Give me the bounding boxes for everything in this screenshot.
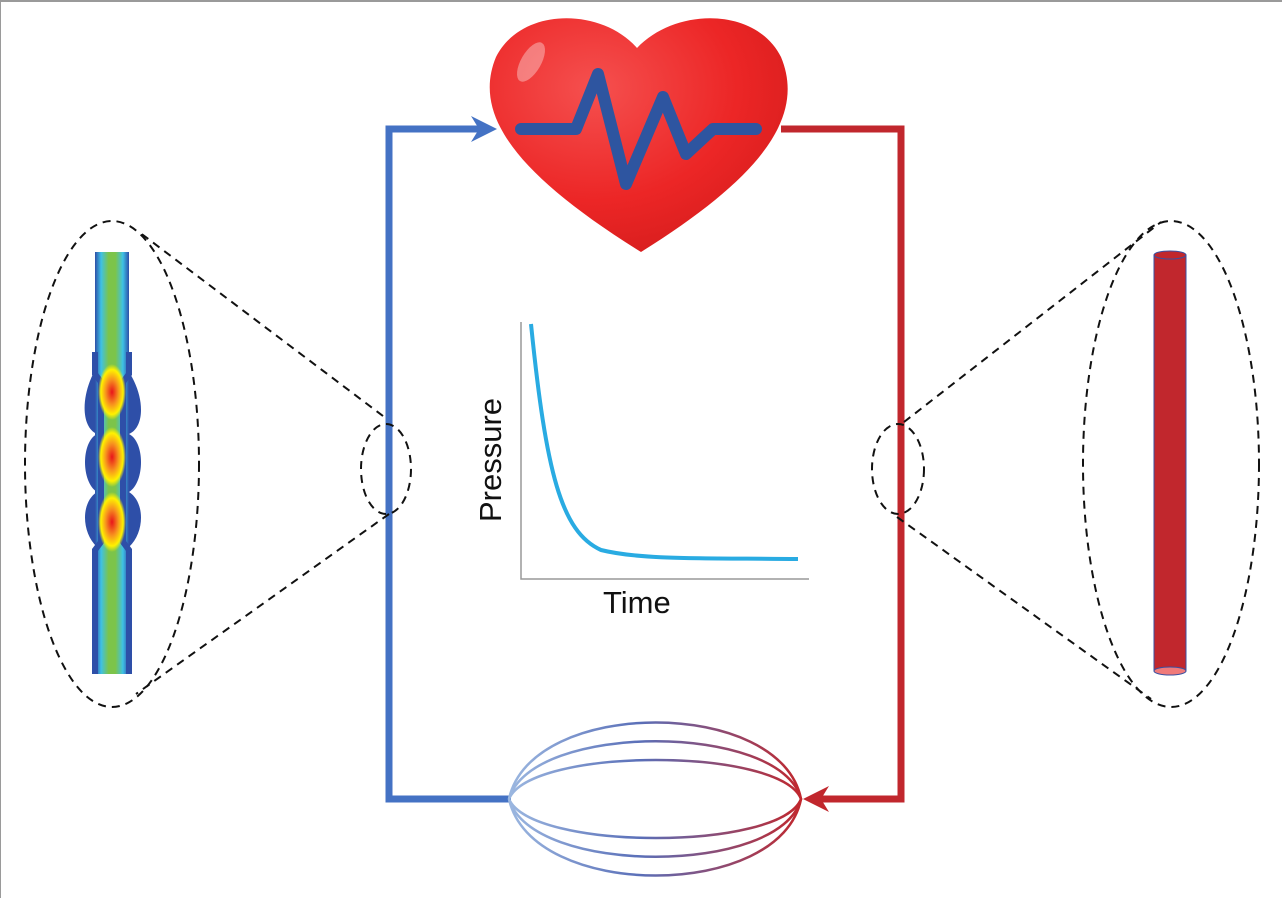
graph-ylabel: Pressure: [473, 398, 508, 522]
right-zoom-callout: [871, 220, 1260, 708]
arterial-line: [781, 125, 905, 812]
artery-cylinder-icon: [1153, 250, 1187, 676]
heart-icon: [489, 18, 788, 253]
capillary-bed-icon: [507, 721, 803, 877]
graph-xlabel: Time: [603, 585, 671, 620]
arrow-icon: [471, 116, 497, 142]
arrow-icon: [803, 786, 829, 812]
ecg-line-icon: [515, 68, 762, 190]
stenosed-vessel-icon: [84, 252, 141, 674]
pressure-decay-curve: [529, 323, 799, 561]
graph-axes: [520, 322, 809, 580]
venous-return-line: [385, 116, 511, 803]
pressure-time-graph: Pressure Time: [473, 322, 809, 620]
left-zoom-callout: [24, 220, 412, 708]
